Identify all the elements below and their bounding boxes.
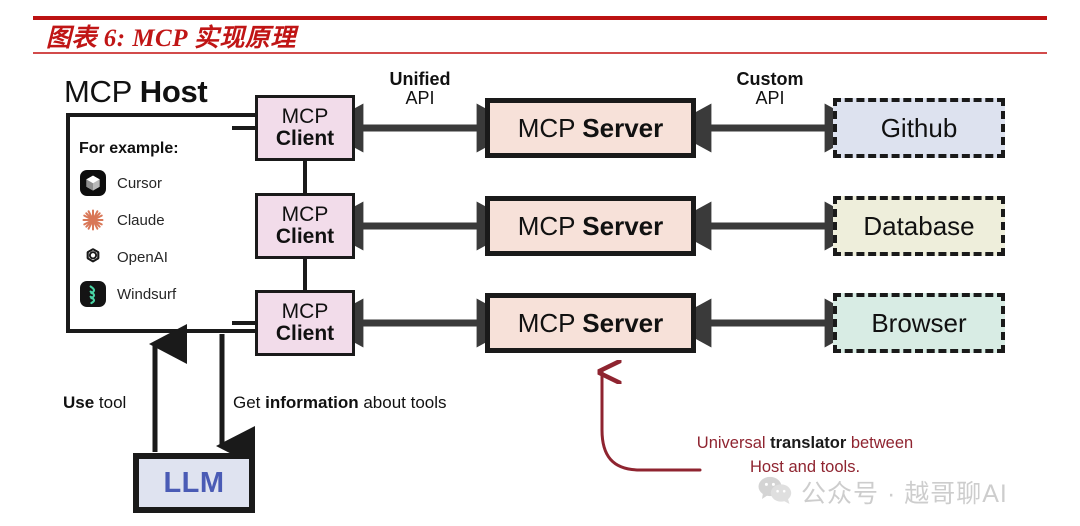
resource-label: Browser bbox=[871, 307, 967, 338]
unified-api-value: API bbox=[405, 88, 435, 109]
unified-api-key: Unified bbox=[389, 69, 451, 89]
use-tool-label: Use tool bbox=[63, 393, 126, 413]
claude-icon bbox=[80, 207, 106, 233]
mcp-server-bold: Server bbox=[582, 112, 664, 143]
annotation-bold: translator bbox=[770, 434, 847, 452]
mcp-client-line1: MCP bbox=[281, 105, 329, 129]
mcp-host-title-prefix: MCP bbox=[64, 74, 140, 109]
custom-api-value: API bbox=[755, 88, 785, 109]
resource-box-database[interactable]: Database bbox=[833, 196, 1005, 256]
resource-label: Database bbox=[863, 210, 975, 241]
custom-api-label: Custom API bbox=[705, 69, 835, 109]
llm-box[interactable]: LLM bbox=[133, 453, 255, 513]
example-item-cursor: Cursor bbox=[80, 168, 260, 198]
llm-label: LLM bbox=[163, 466, 225, 499]
mcp-client-line2: Client bbox=[275, 127, 335, 150]
watermark-text: 公众号 · 越哥聊AI bbox=[801, 480, 1008, 508]
mcp-server-box-3[interactable]: MCP Server bbox=[485, 293, 696, 353]
example-label: Cursor bbox=[117, 174, 163, 192]
mcp-client-box-1[interactable]: MCP Client bbox=[255, 95, 355, 161]
for-example-label: For example: bbox=[79, 140, 179, 157]
host-to-client-stub-3 bbox=[232, 321, 257, 325]
windsurf-icon bbox=[80, 281, 106, 307]
header-rule-bottom bbox=[33, 52, 1047, 54]
mcp-server-label: MCP Server bbox=[518, 211, 664, 242]
example-label: Claude bbox=[117, 211, 165, 229]
mcp-client-line2: Client bbox=[275, 322, 335, 345]
mcp-server-prefix: MCP bbox=[517, 112, 583, 143]
cursor-icon bbox=[80, 170, 106, 196]
example-label: Windsurf bbox=[117, 285, 177, 303]
client-connector-2-3 bbox=[303, 258, 307, 291]
annotation-post: between bbox=[846, 434, 914, 452]
mcp-client-line1: MCP bbox=[281, 300, 329, 324]
annotation-line2: Host and tools. bbox=[749, 457, 861, 476]
mcp-host-title: MCP Host bbox=[64, 74, 208, 110]
mcp-server-box-1[interactable]: MCP Server bbox=[485, 98, 696, 158]
mcp-server-label: MCP Server bbox=[518, 308, 664, 339]
mcp-server-prefix: MCP bbox=[517, 307, 583, 338]
host-to-client-stub-1 bbox=[232, 126, 257, 130]
mcp-server-prefix: MCP bbox=[517, 210, 583, 241]
resource-label: Github bbox=[880, 112, 958, 143]
mcp-client-box-3[interactable]: MCP Client bbox=[255, 290, 355, 356]
client-server-arrow-group bbox=[318, 103, 522, 348]
mcp-client-line2: Client bbox=[275, 225, 335, 248]
resource-box-github[interactable]: Github bbox=[833, 98, 1005, 158]
example-item-claude: Claude bbox=[80, 205, 260, 235]
translator-annotation: Universal translator between Host and to… bbox=[660, 432, 950, 480]
get-info-bold: information bbox=[265, 393, 359, 412]
wechat-icon bbox=[758, 475, 792, 510]
watermark: 公众号 · 越哥聊AI bbox=[758, 474, 1008, 510]
get-information-label: Get information about tools bbox=[233, 393, 447, 413]
use-tool-rest: tool bbox=[94, 393, 127, 412]
mcp-server-bold: Server bbox=[582, 210, 664, 241]
use-tool-bold: Use bbox=[63, 393, 95, 412]
get-info-pre: Get bbox=[233, 393, 266, 412]
mcp-server-label: MCP Server bbox=[518, 113, 664, 144]
header-rule-top bbox=[33, 16, 1047, 20]
mcp-server-bold: Server bbox=[582, 307, 664, 338]
unified-api-label: Unified API bbox=[355, 69, 485, 109]
mcp-host-title-bold: Host bbox=[139, 74, 208, 109]
get-info-post: about tools bbox=[358, 393, 447, 412]
mcp-server-box-2[interactable]: MCP Server bbox=[485, 196, 696, 256]
mcp-client-line1: MCP bbox=[281, 203, 329, 227]
client-connector-1-2 bbox=[303, 160, 307, 194]
resource-box-browser[interactable]: Browser bbox=[833, 293, 1005, 353]
openai-icon bbox=[80, 244, 106, 270]
example-item-openai: OpenAI bbox=[80, 242, 260, 272]
server-resource-arrow-group bbox=[666, 103, 870, 348]
mcp-client-box-2[interactable]: MCP Client bbox=[255, 193, 355, 259]
annotation-pre: Universal bbox=[696, 434, 771, 452]
figure-title: 图表 6: MCP 实现原理 bbox=[46, 25, 296, 52]
custom-api-key: Custom bbox=[736, 69, 804, 89]
example-item-windsurf: Windsurf bbox=[80, 279, 260, 309]
example-label: OpenAI bbox=[117, 248, 168, 266]
